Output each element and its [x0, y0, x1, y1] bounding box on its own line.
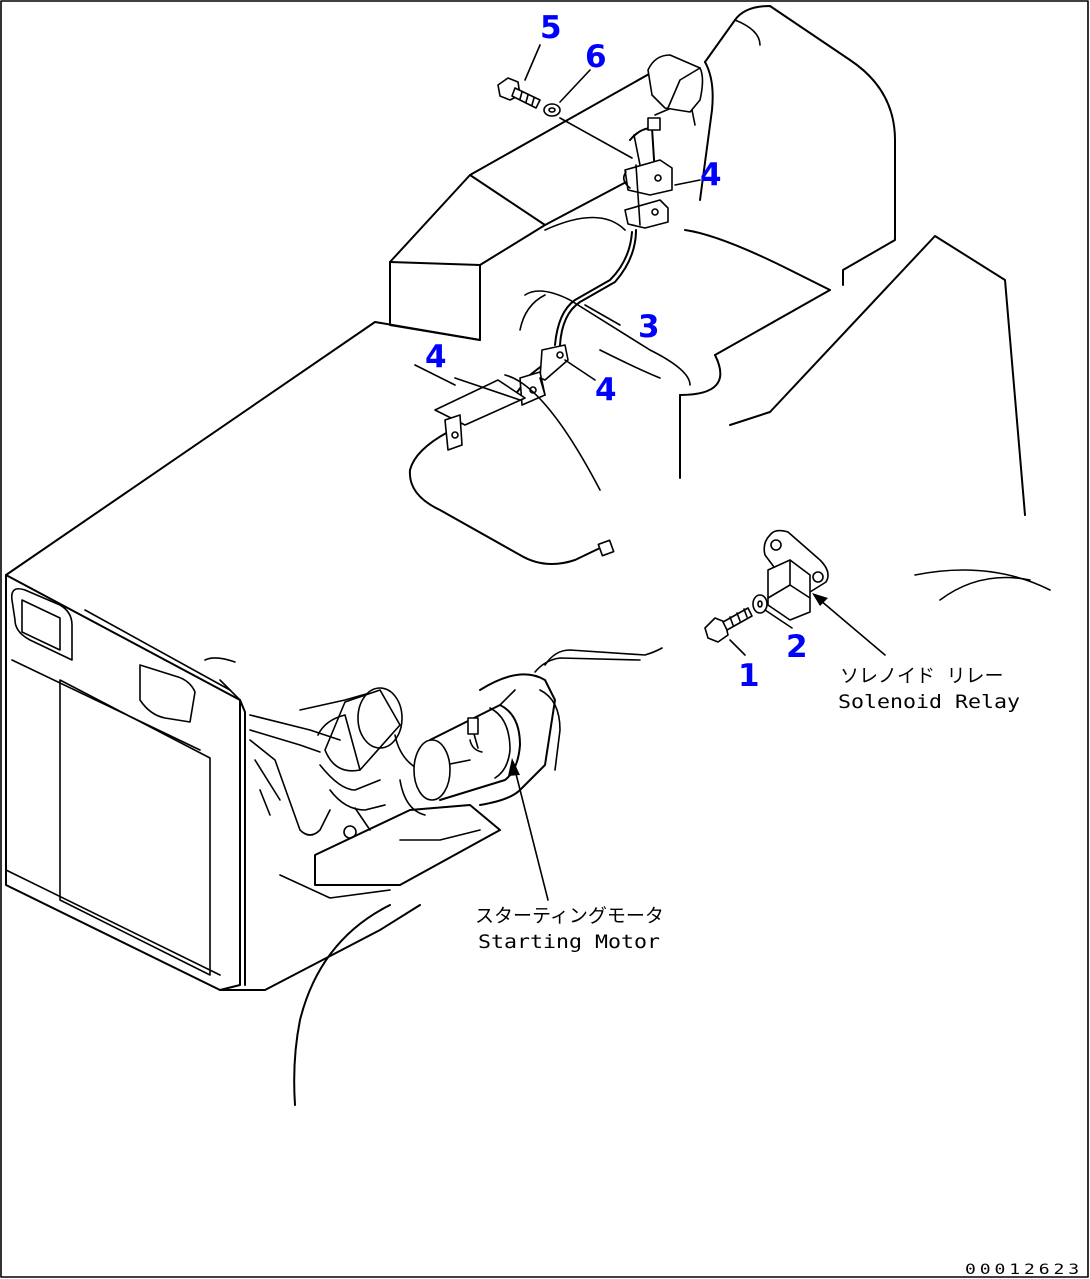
leader-2 [764, 609, 793, 629]
leader-5 [524, 44, 541, 81]
callout-1: 1 [738, 658, 760, 694]
console-lamp [647, 54, 704, 113]
leader-6 [559, 69, 591, 103]
callout-4-left: 4 [425, 339, 447, 375]
floor-curve [293, 904, 391, 1106]
arrow-starting-motor [508, 758, 520, 776]
arrow-solenoid [812, 593, 828, 606]
washer-6 [543, 103, 561, 117]
washer-2 [752, 594, 768, 614]
callout-5: 5 [540, 10, 562, 46]
callout-4-middle: 4 [595, 372, 617, 408]
leader-4-left-2 [454, 377, 521, 401]
leader-3 [584, 304, 621, 326]
leader-bolt-line [559, 117, 633, 159]
drawing-number: 00012623 [965, 1262, 1083, 1278]
solenoid-relay [763, 529, 829, 621]
clip-4-left [434, 374, 601, 491]
label-starting-motor-en: Starting Motor [478, 931, 660, 953]
leader-4-stack [635, 164, 641, 226]
callout-4-upper: 4 [700, 157, 722, 193]
leader-4-mid [564, 359, 596, 381]
bolt-1 [704, 607, 753, 643]
callout-2: 2 [786, 629, 808, 665]
leader-starting-motor [514, 769, 549, 901]
label-starting-motor-jp: スターティングモータ [475, 905, 664, 927]
motor-wire [534, 647, 663, 673]
callout-6: 6 [585, 39, 607, 75]
bolt-5 [497, 77, 541, 109]
label-solenoid-relay-en: Solenoid Relay [838, 691, 1020, 713]
seat-backrest [699, 5, 896, 286]
leader-4-upper [674, 179, 701, 186]
clip-4-middle [519, 344, 569, 406]
leader-solenoid [819, 599, 886, 656]
leader-4-left [414, 364, 456, 386]
seat-cushion [519, 229, 1051, 601]
callout-3: 3 [638, 309, 660, 345]
starting-motor [413, 673, 561, 806]
label-solenoid-relay-jp: ソレノイド リレー [840, 665, 1003, 687]
front-housing [5, 321, 481, 991]
leader-1 [729, 639, 746, 656]
